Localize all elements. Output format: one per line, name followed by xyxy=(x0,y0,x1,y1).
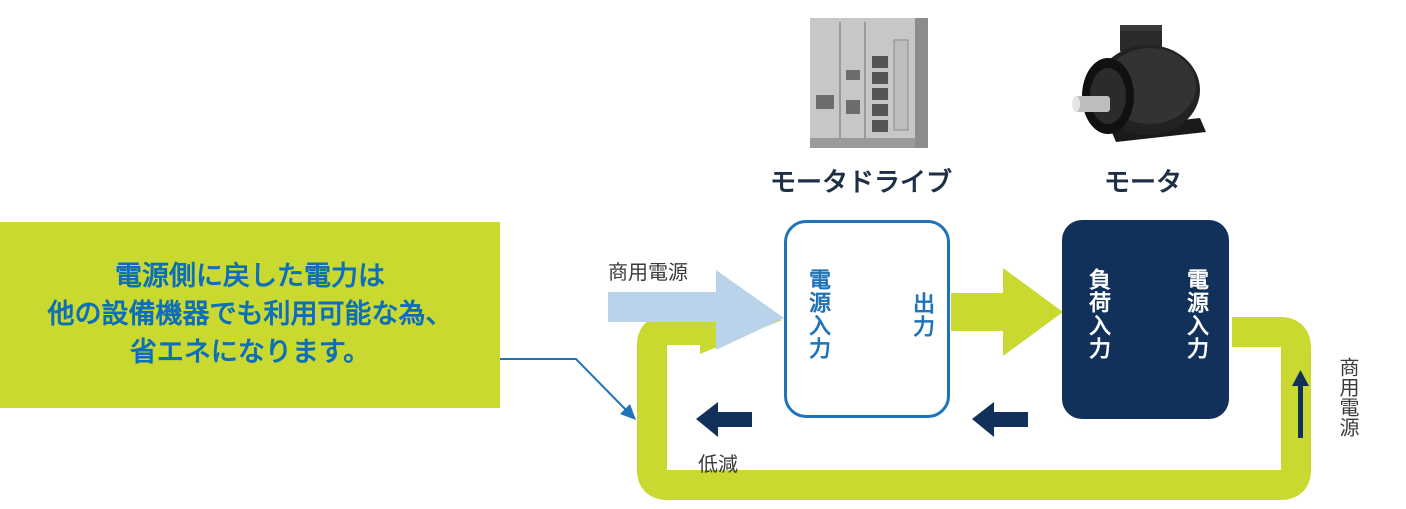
callout-leader-line xyxy=(500,358,629,413)
energy-saving-callout: 電源側に戻した電力は 他の設備機器でも利用可能な為、 省エネになります。 xyxy=(0,222,500,408)
motor-power-input-label: 電源入力 xyxy=(1183,268,1208,360)
motor-drive-cabinet-illustration xyxy=(810,18,928,148)
output-arrow-head xyxy=(1003,268,1063,356)
up-arrow-head xyxy=(1292,370,1309,386)
motor-drive-label: モータドライブ xyxy=(770,168,953,198)
commercial-power-label-right: 商用電源 xyxy=(1336,357,1360,437)
callout-line-3: 省エネになります。 xyxy=(129,337,371,368)
motor-label: モータ xyxy=(1104,168,1183,198)
reduction-arrow-body xyxy=(714,412,752,427)
commercial-power-label-left: 商用電源 xyxy=(608,260,688,284)
regeneration-loop xyxy=(637,315,1311,500)
motor-box xyxy=(1062,220,1229,419)
supply-arrow-head xyxy=(716,270,784,350)
drive-output-label: 出力 xyxy=(909,292,934,338)
callout-line-2: 他の設備機器でも利用可能な為、 xyxy=(47,299,453,330)
return-arrow-head xyxy=(972,402,994,437)
motor-drive-box xyxy=(784,220,950,418)
return-arrow-body xyxy=(990,412,1028,427)
motor-load-input-label: 負荷入力 xyxy=(1085,268,1110,360)
reduction-label: 低減 xyxy=(698,452,738,476)
up-arrow-shaft xyxy=(1298,384,1303,438)
drive-power-input-label: 電源入力 xyxy=(805,268,830,360)
supply-arrow-body xyxy=(608,292,716,322)
motor-illustration xyxy=(1072,25,1206,142)
output-arrow-body xyxy=(951,293,1003,331)
callout-line-1: 電源側に戻した電力は xyxy=(115,261,385,292)
reduction-arrow-head xyxy=(696,402,718,437)
callout-leader-arrowhead xyxy=(620,404,636,420)
